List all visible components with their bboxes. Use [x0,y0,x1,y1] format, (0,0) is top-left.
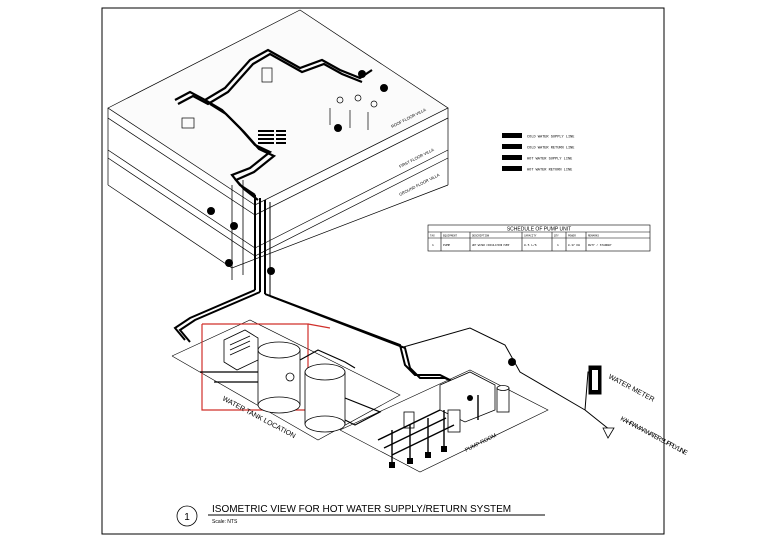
legend-swatch-cold-return [502,144,522,149]
tank-highlight-ext [307,323,331,329]
pump-room-piping [377,395,479,462]
pump-room-label: PUMP ROOM [464,433,498,454]
title-block [176,505,545,527]
schedule-header-power: POWER [568,235,576,238]
sheet-border [101,7,665,535]
supply-line-arrow [602,427,615,439]
schedule-header-capacity: CAPACITY [524,235,537,238]
roof-fixtures [181,67,378,130]
schedule-cell-capacity: 0.5 L/S [524,243,537,247]
schedule-cell-power: 0.37 KW [568,244,580,247]
schedule-header-description: DESCRIPTION [472,235,490,238]
legend-swatch-cold-supply [502,133,522,138]
roof-annotations [258,130,286,144]
legend-label-hot-supply: HOT WATER SUPPLY LINE [527,158,572,162]
tank-piping [200,349,382,426]
drawing-number-circle [176,505,198,527]
schedule-cell-equipment: PUMP [443,244,450,247]
schedule-title: SCHEDULE OF PUMP UNIT [507,227,571,233]
schedule-header-qty: QTY [554,235,559,238]
water-meter [588,365,602,395]
schedule-header-equipment: EQUIPMENT [443,235,457,238]
pump-room-floor [339,369,549,473]
drawing-number: 1 [184,512,190,523]
schedule-header-remarks: REMARKS [588,235,599,238]
legend-swatch-hot-supply [502,155,522,160]
callout-markers [207,70,516,366]
pump-room-valves [389,395,473,468]
schedule-header-tag: TAG [430,235,435,238]
legend [502,133,522,171]
schedule-cell-tag: 1 [432,244,434,247]
pump-room-equipment [403,371,510,433]
legend-label-hot-return: HOT WATER RETURN LINE [527,169,572,173]
schedule-cell-description: HOT WATER CIRCULATION PUMP [472,244,510,247]
legend-label-cold-return: COLD WATER RETURN LINE [527,147,574,151]
roof-piping [174,48,373,201]
legend-label-cold-supply: COLD WATER SUPPLY LINE [527,136,574,140]
water-tank-1 [257,341,301,414]
pump-schedule-table [427,224,651,252]
risers [231,180,271,296]
drawing-scale: Scale: NTS [212,519,238,525]
water-tank-2 [304,363,346,433]
schedule-cell-remarks: DUTY / STANDBY [588,243,612,247]
heater-unit [223,329,259,371]
drawing-title: ISOMETRIC VIEW FOR HOT WATER SUPPLY/RETU… [212,504,511,515]
ground-floor-label: GROUND FLOOR VILLA [398,172,440,197]
supply-line-label: KAHRAMAA WATER SUPPLY LINE [619,416,689,458]
water-meter-label: WATER METER [607,374,655,404]
schedule-cell-qty: 1 [557,244,559,247]
legend-swatch-hot-return [502,166,522,171]
